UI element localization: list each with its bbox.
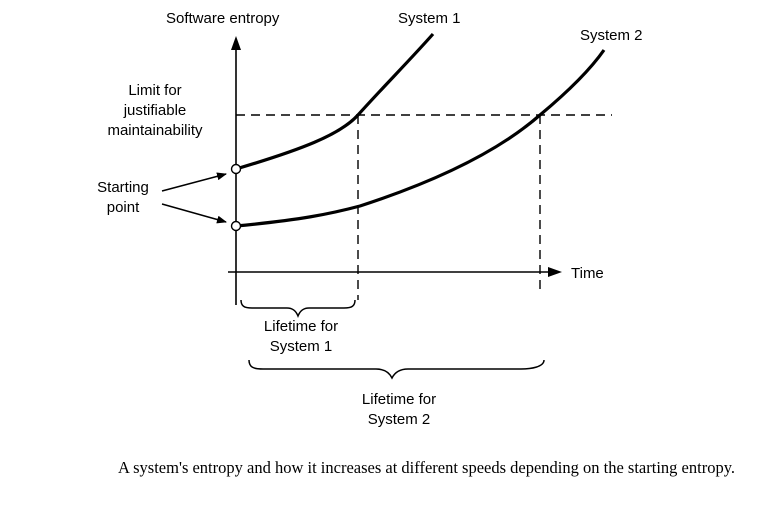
system2-lifetime-brace bbox=[248, 359, 545, 380]
figure-caption: A system's entropy and how it increases … bbox=[118, 458, 735, 477]
x-axis-label: Time bbox=[571, 265, 604, 282]
limit-label-line-2: justifiable bbox=[123, 102, 187, 119]
starting-point-arrow-upper bbox=[161, 172, 227, 192]
limit-label-line-3: maintainability bbox=[107, 122, 203, 139]
starting-point-arrow-lower bbox=[161, 203, 227, 224]
system2-lifetime-label-line-2: System 2 bbox=[368, 411, 431, 428]
system1-label: System 1 bbox=[398, 10, 461, 27]
y-axis-arrowhead bbox=[231, 36, 241, 50]
system2-label: System 2 bbox=[580, 27, 643, 44]
system1-lifetime-label-line-1: Lifetime for bbox=[264, 318, 338, 335]
system1-lifetime-brace bbox=[240, 299, 356, 319]
system1-starting-point bbox=[230, 163, 242, 175]
system2-starting-point bbox=[230, 220, 242, 232]
system2-curve bbox=[235, 49, 606, 228]
y-axis-label: Software entropy bbox=[166, 10, 280, 27]
entropy-diagram: Software entropy System 1 System 2 Time … bbox=[97, 10, 643, 428]
limit-label-line-1: Limit for bbox=[128, 82, 181, 99]
starting-point-label-line-1: Starting bbox=[97, 179, 149, 196]
x-axis-arrowhead bbox=[548, 267, 562, 277]
starting-point-label-line-2: point bbox=[107, 199, 140, 216]
system1-lifetime-label-line-2: System 1 bbox=[270, 338, 333, 355]
system1-curve bbox=[235, 32, 435, 171]
system2-lifetime-label-line-1: Lifetime for bbox=[362, 391, 436, 408]
